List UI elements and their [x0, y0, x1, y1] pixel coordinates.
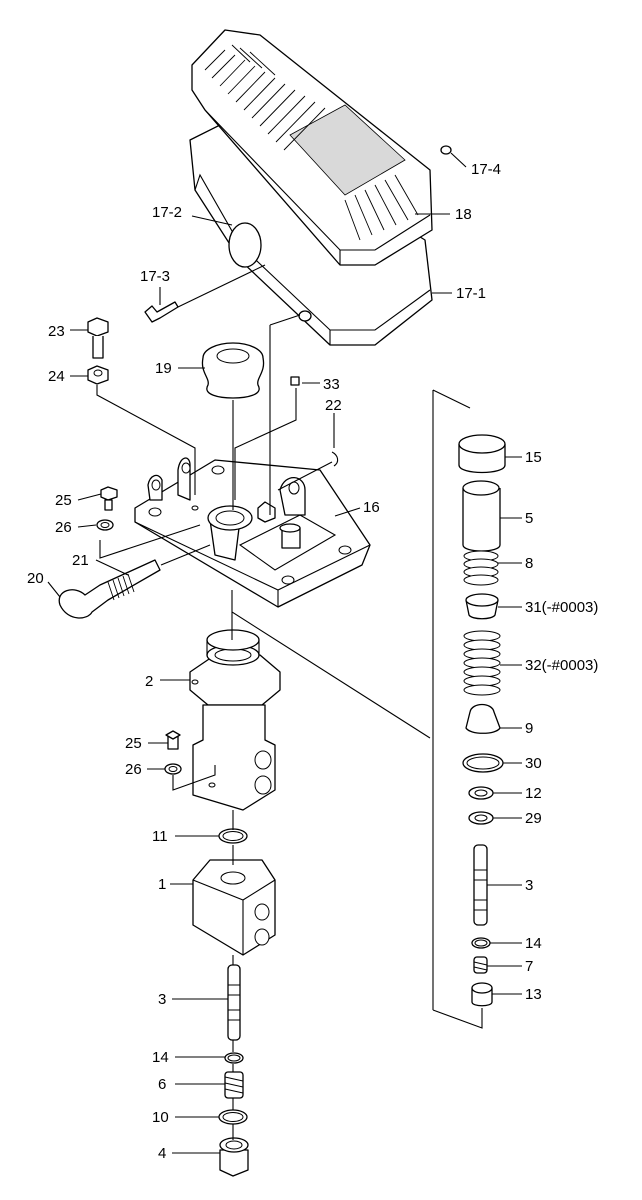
cap-15	[458, 434, 506, 474]
washer-26-upper	[96, 519, 114, 531]
label-17-4: 17-4	[471, 161, 501, 178]
label-19: 19	[155, 360, 172, 377]
label-17-1: 17-1	[456, 285, 486, 302]
ring-14-right	[471, 937, 491, 949]
label-21: 21	[72, 552, 89, 569]
label-30: 30	[525, 755, 542, 772]
retainer-31	[465, 593, 499, 620]
bolt-25-lower	[165, 730, 181, 750]
label-26-lower: 26	[125, 761, 142, 778]
clip-17-4	[440, 145, 452, 155]
label-13: 13	[525, 986, 542, 1003]
plug-4	[219, 1137, 249, 1177]
seat-9	[465, 703, 501, 734]
bolt-23	[87, 317, 109, 359]
label-5: 5	[525, 510, 533, 527]
label-22: 22	[325, 397, 342, 414]
label-18: 18	[455, 206, 472, 223]
spring-7	[473, 956, 488, 974]
nut-24	[87, 365, 109, 385]
valve-body-2	[189, 629, 281, 811]
label-16: 16	[363, 499, 380, 516]
label-25-upper: 25	[55, 492, 72, 509]
label-23: 23	[48, 323, 65, 340]
label-26-upper: 26	[55, 519, 72, 536]
washer-12	[468, 786, 494, 800]
snap-ring-30	[462, 753, 504, 773]
label-4: 4	[158, 1145, 166, 1162]
sleeve-5	[462, 480, 501, 552]
washer-26-lower	[164, 763, 182, 775]
cap-13	[471, 982, 493, 1007]
label-17-3: 17-3	[140, 268, 170, 285]
label-14-right: 14	[525, 935, 542, 952]
pedal-plate-18	[191, 29, 433, 266]
label-33: 33	[323, 376, 340, 393]
label-31: 31(-#0003)	[525, 599, 598, 616]
label-25-lower: 25	[125, 735, 142, 752]
base-plate-16	[134, 457, 371, 608]
label-12: 12	[525, 785, 542, 802]
callout-labels: 17-4 18 17-2 17-3 17-1 23 24 19 33 22 25…	[27, 161, 598, 1162]
right-column-parts	[458, 434, 506, 1007]
label-14-left: 14	[152, 1049, 169, 1066]
spool-3-right	[473, 844, 488, 926]
bolt-17-3	[144, 301, 179, 323]
label-7: 7	[525, 958, 533, 975]
ring-14-left	[224, 1052, 244, 1064]
label-20: 20	[27, 570, 44, 587]
label-11: 11	[152, 828, 168, 845]
o-ring-10	[218, 1109, 248, 1125]
valve-body-1	[192, 859, 276, 956]
lever-20-21	[58, 559, 161, 619]
spring-32	[463, 630, 501, 696]
label-2: 2	[145, 673, 153, 690]
label-6: 6	[158, 1076, 166, 1093]
label-24: 24	[48, 368, 65, 385]
washer-29	[468, 811, 494, 825]
label-3-left: 3	[158, 991, 166, 1008]
o-ring-11	[218, 828, 248, 844]
label-8: 8	[525, 555, 533, 572]
spring-6	[224, 1071, 244, 1099]
label-15: 15	[525, 449, 542, 466]
label-17-2: 17-2	[152, 204, 182, 221]
boot-19	[201, 342, 265, 399]
label-9: 9	[525, 720, 533, 737]
spring-8	[463, 550, 499, 586]
label-1: 1	[158, 876, 166, 893]
label-3-right: 3	[525, 877, 533, 894]
set-screw-33	[290, 376, 300, 386]
spool-3-left	[227, 964, 241, 1041]
clip-22	[331, 451, 339, 467]
label-29: 29	[525, 810, 542, 827]
label-32: 32(-#0003)	[525, 657, 598, 674]
label-10: 10	[152, 1109, 169, 1126]
bolt-25-upper	[100, 486, 118, 511]
leader-lines	[47, 152, 522, 1154]
